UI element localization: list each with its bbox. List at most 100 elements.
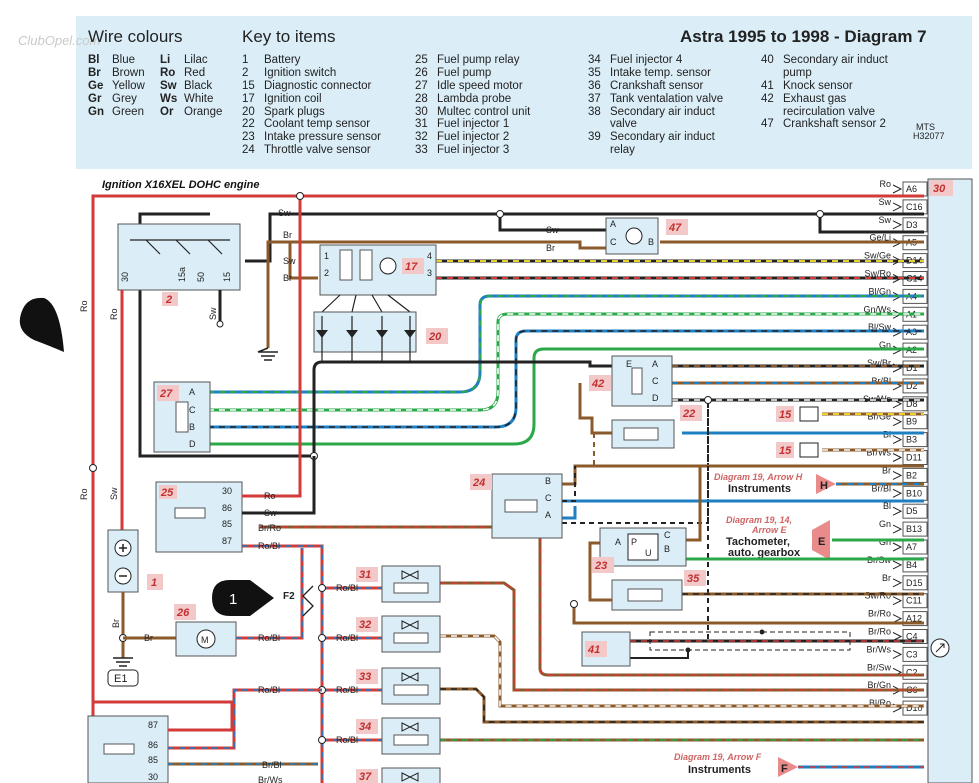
wire-ro-relay (242, 196, 302, 498)
ism-pin-b: B (189, 422, 195, 432)
ecu-symbol-arrow-icon (935, 643, 945, 653)
ecu-pin-label: B3 (906, 435, 917, 445)
ism-id-badge (157, 385, 179, 401)
ecu-pin-label: A6 (906, 184, 917, 194)
wire-sw-47 (498, 214, 606, 232)
ecu-id: 30 (933, 183, 946, 195)
wire-label-relay-ro: Ro (264, 491, 276, 501)
pin-arrow-icon (892, 470, 903, 480)
potentiometer-icon (504, 499, 538, 513)
ecu-pin: D15 (892, 575, 928, 591)
engine-label: Ignition X16XEL DOHC engine (102, 179, 259, 191)
pin-arrow-icon (892, 220, 903, 230)
wire-label-relay-ro-bl: Ro/Bl (258, 541, 280, 551)
ecu-pin-label: D3 (906, 220, 918, 230)
wire-label-batt-sw: Sw (109, 487, 119, 500)
ecu-pin-label: B13 (906, 524, 922, 534)
motor-letter: M (201, 635, 209, 645)
c22-id-badge (680, 405, 702, 421)
injector-id-badge (356, 769, 378, 783)
coil-pin-4: 4 (427, 251, 432, 261)
wire-label-ign-ro: Ro (109, 308, 119, 320)
relay-pin-86: 86 (222, 503, 232, 513)
wire-ro-bl-relay2-stripe (168, 689, 322, 749)
rel2-pin-85: 85 (148, 755, 158, 765)
pressure-cell-icon (627, 533, 659, 561)
pin-arrow-icon (892, 542, 903, 552)
pin-arrow-icon (892, 488, 903, 498)
coil-winding-icon (359, 249, 373, 281)
wire-br-23 (686, 466, 702, 542)
ism-pin-c: C (189, 405, 196, 415)
arrow-e-ref-1: Diagram 19, 14, (726, 515, 792, 525)
ecu-wire-labels: RoSwSwGe/LiSw/GeSw/RoBl/GnGn/WsBl/SwGnSw… (863, 179, 891, 708)
ecu-wire-label: Bl/Ro (869, 698, 891, 708)
ecu-wire-label: Br/Ws (867, 448, 892, 458)
relay-id-badge (159, 485, 177, 499)
ecu-pin-label: B9 (906, 417, 917, 427)
pin-arrow-icon (892, 578, 903, 588)
injector-id-badge (356, 617, 378, 632)
watermark: ClubOpel.com (18, 33, 101, 48)
c24-id-badge (470, 474, 492, 490)
c35-id-badge (684, 570, 706, 586)
wire-bl-sw-stripe (208, 330, 924, 428)
c35-id: 35 (687, 573, 700, 585)
diagram-title: Astra 1995 to 1998 - Diagram 7 (680, 27, 927, 46)
ecu-pin-label: C4 (906, 632, 918, 642)
ecu-wire-label: Sw (878, 197, 891, 207)
injector-id: 32 (359, 619, 371, 631)
wire-sw-relay (242, 456, 316, 515)
ecu-pin: A7 (892, 539, 928, 555)
egr-pin-e: E (626, 359, 632, 369)
arrow-f-ref: Diagram 19, Arrow F (674, 752, 762, 762)
wire-sw-top (245, 212, 924, 263)
wire-ro-main (91, 194, 924, 780)
c47-pin-a: A (610, 219, 616, 229)
injector-id-badge (356, 669, 378, 684)
coil-pin-3: 3 (427, 268, 432, 278)
ecu-pin-label: D1 (906, 363, 918, 373)
wire-colours-title: Wire colours (88, 27, 183, 46)
fuel-pump-26 (175, 621, 237, 657)
callout-number: 1 (229, 591, 237, 608)
pin-marker-icon (19, 297, 64, 352)
sensor-icon (625, 227, 643, 245)
ecu-pin: D5 (892, 503, 928, 519)
battery-id-badge (147, 574, 163, 590)
ecu-pin: C3 (892, 646, 928, 662)
injector-coil-icon (393, 582, 429, 594)
wire-ro-bl-relay2 (168, 688, 322, 750)
ecu-wire-label: Br/Bl (871, 483, 891, 493)
relay-pin-85: 85 (222, 519, 232, 529)
junction (496, 210, 504, 218)
pin-arrow-icon (892, 506, 903, 516)
fuse-label: F2 (283, 591, 295, 602)
wire-label-ro-1: Ro (79, 300, 89, 312)
wire-label-br-top: Br (283, 230, 292, 240)
arrow-e-label-2: auto. gearbox (728, 547, 801, 559)
c22-id: 22 (682, 408, 695, 420)
wire-br-47 (290, 240, 606, 250)
control-unit-30 (927, 178, 973, 783)
arrow-h-label: Instruments (728, 483, 791, 495)
thermistor-icon (623, 427, 659, 441)
injector-id-badge (356, 719, 378, 734)
injector-coil-icon (393, 734, 429, 746)
ecu-wire-label: Ge/Li (869, 233, 891, 243)
ecu-pin-label: A7 (906, 542, 917, 552)
ecu-wire-label: Gn (879, 519, 891, 529)
ecu-pin: D10 (892, 700, 928, 716)
map-pin-b: B (664, 544, 670, 554)
ecu-wire-label: Gn (879, 340, 891, 350)
injector-id: 33 (359, 671, 371, 683)
diag-connector-1-icon (799, 406, 819, 422)
rel2-pin-87: 87 (148, 720, 158, 730)
earth-icon (113, 657, 133, 667)
